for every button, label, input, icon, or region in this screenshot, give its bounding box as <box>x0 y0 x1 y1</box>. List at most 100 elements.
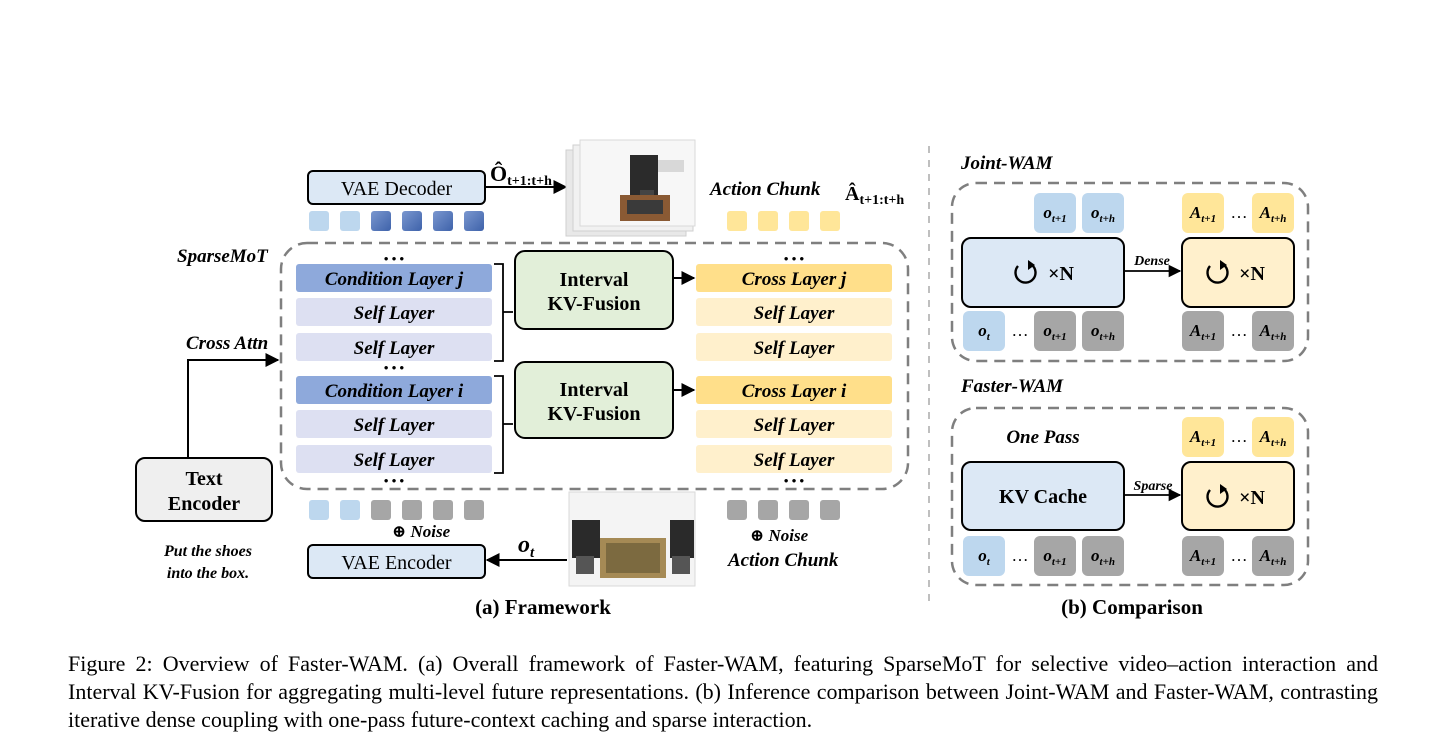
framework-text-encoder-line1: Text <box>185 468 222 490</box>
svg-text:At+h: At+h <box>1259 427 1287 449</box>
figure-caption: Figure 2: Overview of Faster-WAM. (a) Ov… <box>68 651 1378 732</box>
self-layer-right-j2: Self Layer <box>754 338 835 359</box>
vae-decoder-label: VAE Decoder <box>341 178 453 200</box>
comparison-o: o <box>978 321 987 340</box>
instruction-line-1: Put the shoes <box>163 543 252 560</box>
comparison-sub-th: t+h <box>1271 213 1286 225</box>
dots-right-bottom: • • • <box>784 473 805 488</box>
framework-action-hat: Â <box>845 181 860 205</box>
action-token-row-top <box>727 211 840 231</box>
svg-text:At+1: At+1 <box>1189 321 1216 343</box>
condition-layer-j: Condition Layer j <box>325 269 464 290</box>
framework-decoded-label: Ô <box>490 161 507 186</box>
comparison-loop-n: ×N <box>1239 487 1265 509</box>
bracket-j <box>494 263 513 362</box>
comparison-ellipsis: … <box>1012 546 1029 565</box>
faster-action-tokens-bottom: At+1 … At+h <box>1182 536 1294 576</box>
video-token-row-bottom <box>309 500 484 520</box>
comparison-sub-th: t+h <box>1271 437 1286 449</box>
svg-text:ot: ot <box>978 321 991 343</box>
joint-future-obs-tokens: ot+1 ot+h <box>1034 193 1124 233</box>
decoded-frames-label: Ôt+1:t+h <box>490 161 552 189</box>
decoded-frames-image <box>565 139 696 237</box>
joint-video-block: ×N <box>961 237 1125 308</box>
noise-right-label: ⊕ Noise <box>750 526 809 545</box>
svg-text:ot+1: ot+1 <box>1043 203 1066 225</box>
action-chunk-bottom-label: Action Chunk <box>727 550 839 571</box>
framework-fusion-line1: Interval <box>560 269 629 291</box>
comparison-sub-th: t+h <box>1100 331 1115 343</box>
action-layer-group-j: Cross Layer j Self Layer Self Layer <box>696 264 892 361</box>
comparison-a: A <box>1189 546 1201 565</box>
comparison-o: o <box>1091 203 1100 222</box>
comparison-o: o <box>1043 546 1052 565</box>
interval-kv-fusion-i: Interval KV-Fusion <box>514 361 674 439</box>
video-layer-group-i: Condition Layer i Self Layer Self Layer <box>296 376 492 473</box>
framework-obs-sub: t <box>530 545 535 561</box>
comparison-ellipsis: … <box>1012 321 1029 340</box>
joint-action-block: ×N <box>1181 237 1295 308</box>
framework-fusion-line2: KV-Fusion <box>548 403 641 425</box>
joint-wam-container <box>950 181 1310 363</box>
action-chunk-top-label: Action Chunk <box>709 179 821 200</box>
faster-wam-title: Faster-WAM <box>960 376 1064 397</box>
comparison-o: o <box>978 546 987 565</box>
faster-action-tokens-top: At+1 … At+h <box>1182 417 1294 457</box>
cross-layer-j: Cross Layer j <box>742 269 847 290</box>
self-layer-left-i1: Self Layer <box>354 415 435 436</box>
self-layer-right-i1: Self Layer <box>754 415 835 436</box>
comparison-o: o <box>1091 546 1100 565</box>
cross-attn-arrow <box>187 353 280 457</box>
comparison-sub-t1: t+1 <box>1201 437 1216 449</box>
comparison-ellipsis: … <box>1231 546 1248 565</box>
svg-text:At+1: At+1 <box>1189 546 1216 568</box>
vae-encoder-label: VAE Encoder <box>341 552 451 574</box>
joint-action-tokens-bottom: At+1 … At+h <box>1182 311 1294 351</box>
comparison-ellipsis: … <box>1231 203 1248 222</box>
svg-text:ot+1: ot+1 <box>1043 546 1066 568</box>
comparison-sub-t: t <box>987 331 991 343</box>
action-layer-group-i: Cross Layer i Self Layer Self Layer <box>696 376 892 473</box>
svg-text:At+h: At+h <box>1259 321 1287 343</box>
svg-text:ot+h: ot+h <box>1091 203 1115 225</box>
joint-wam-title: Joint-WAM <box>960 153 1054 174</box>
faster-action-block: ×N <box>1181 461 1295 531</box>
svg-text:At+h: At+h <box>1259 203 1287 225</box>
comparison-a: A <box>1189 427 1201 446</box>
svg-text:ot: ot <box>978 546 991 568</box>
svg-text:At+h: At+h <box>1259 546 1287 568</box>
self-layer-right-i2: Self Layer <box>754 450 835 471</box>
comparison-sub-th: t+h <box>1271 556 1286 568</box>
sparse-label: Sparse <box>1134 479 1173 494</box>
faster-wam-container <box>950 406 1310 587</box>
comparison-sub-t1: t+1 <box>1201 556 1216 568</box>
self-layer-right-j1: Self Layer <box>754 303 835 324</box>
dots-left-mid: • • • <box>384 360 405 375</box>
action-token-row-bottom <box>727 500 840 520</box>
comparison-sub-t1: t+1 <box>1052 331 1067 343</box>
comparison-a: A <box>1259 203 1271 222</box>
comparison-sub-t1: t+1 <box>1201 331 1216 343</box>
comparison-sub-th: t+h <box>1271 331 1286 343</box>
comparison-kv-cache: KV Cache <box>999 486 1087 508</box>
cross-attn-label: Cross Attn <box>186 333 268 354</box>
faster-obs-tokens-bottom: ot … ot+1 ot+h <box>963 536 1124 576</box>
interval-kv-fusion-j: Interval KV-Fusion <box>514 250 674 330</box>
text-encoder-block: Text Encoder <box>135 457 273 522</box>
one-pass-label: One Pass <box>1006 427 1079 448</box>
comparison-a: A <box>1259 427 1271 446</box>
svg-text:ot+h: ot+h <box>1091 321 1115 343</box>
joint-action-tokens-top: At+1 … At+h <box>1182 193 1294 233</box>
comparison-sub-t1: t+1 <box>1201 213 1216 225</box>
comparison-ellipsis: … <box>1231 427 1248 446</box>
kv-cache-block: KV Cache <box>961 461 1125 531</box>
self-layer-left-j1: Self Layer <box>354 303 435 324</box>
self-layer-left-j2: Self Layer <box>354 338 435 359</box>
sparsemot-label: SparseMoT <box>177 246 269 267</box>
comparison-sub-th: t+h <box>1100 556 1115 568</box>
comparison-ellipsis: … <box>1231 321 1248 340</box>
comparison-panel-title: (b) Comparison <box>1061 595 1203 619</box>
comparison-a: A <box>1259 321 1271 340</box>
cross-layer-i: Cross Layer i <box>742 381 847 402</box>
comparison-a: A <box>1189 203 1201 222</box>
